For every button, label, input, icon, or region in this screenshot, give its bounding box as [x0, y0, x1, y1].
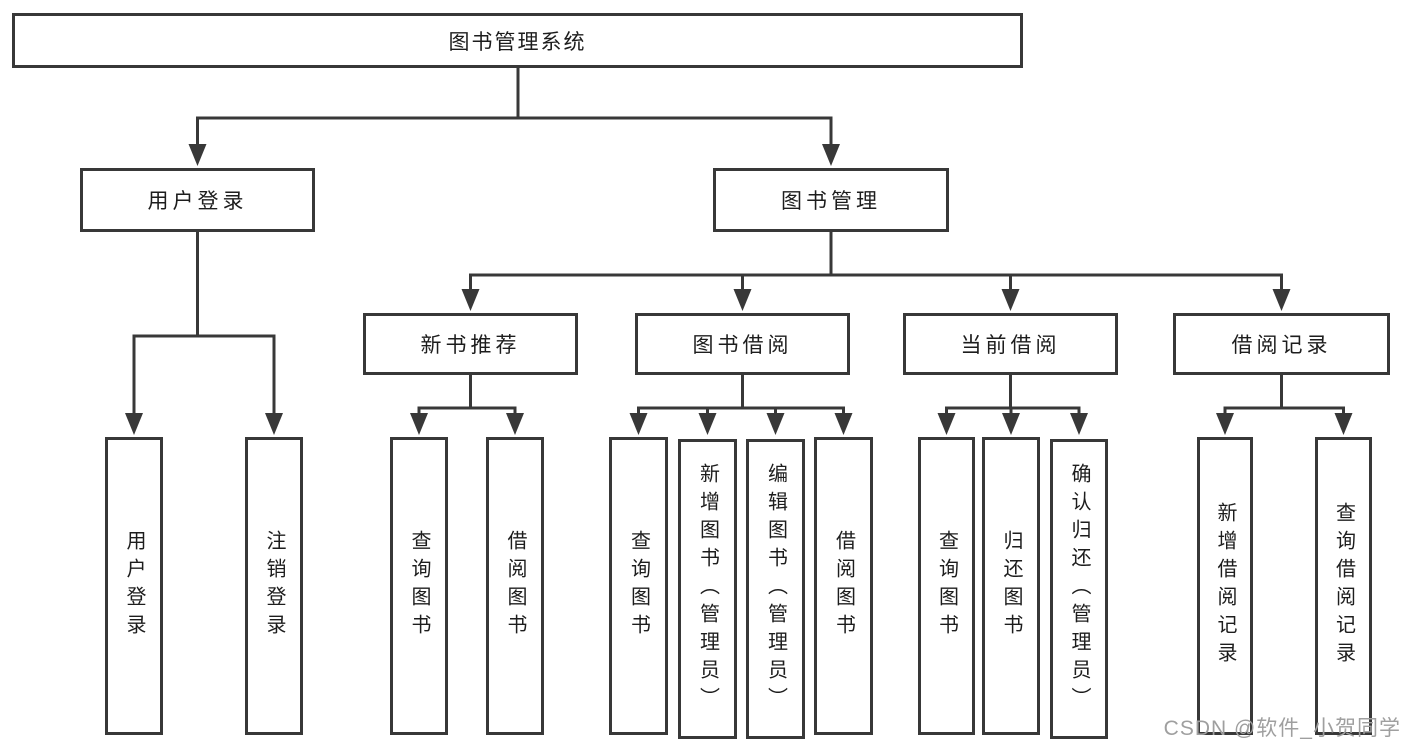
leaf-bb-edit-books-admin: 编辑图书（管理员） — [746, 439, 805, 739]
leaf-br-query-record: 查询借阅记录 — [1315, 437, 1372, 735]
node-book-management: 图书管理 — [713, 168, 949, 232]
node-book-borrowing: 图书借阅 — [635, 313, 850, 375]
leaf-nbr-borrow-books: 借阅图书 — [486, 437, 544, 735]
node-root: 图书管理系统 — [12, 13, 1023, 68]
node-new-book-recommend: 新书推荐 — [363, 313, 578, 375]
leaf-bb-add-books-admin: 新增图书（管理员） — [678, 439, 737, 739]
leaf-nbr-query-books: 查询图书 — [390, 437, 448, 735]
node-user-login: 用户登录 — [80, 168, 315, 232]
watermark: CSDN @软件_小贺同学 — [1163, 717, 1401, 740]
node-current-borrowing: 当前借阅 — [903, 313, 1118, 375]
leaf-bb-borrow-books: 借阅图书 — [814, 437, 873, 735]
leaf-user-login: 用户登录 — [105, 437, 163, 735]
leaf-br-add-record: 新增借阅记录 — [1197, 437, 1253, 735]
leaf-bb-query-books: 查询图书 — [609, 437, 668, 735]
leaf-cb-confirm-return-admin: 确认归还（管理员） — [1050, 439, 1108, 739]
leaf-cb-query-books: 查询图书 — [918, 437, 975, 735]
node-borrowing-records: 借阅记录 — [1173, 313, 1390, 375]
leaf-logout: 注销登录 — [245, 437, 303, 735]
leaf-cb-return-books: 归还图书 — [982, 437, 1040, 735]
